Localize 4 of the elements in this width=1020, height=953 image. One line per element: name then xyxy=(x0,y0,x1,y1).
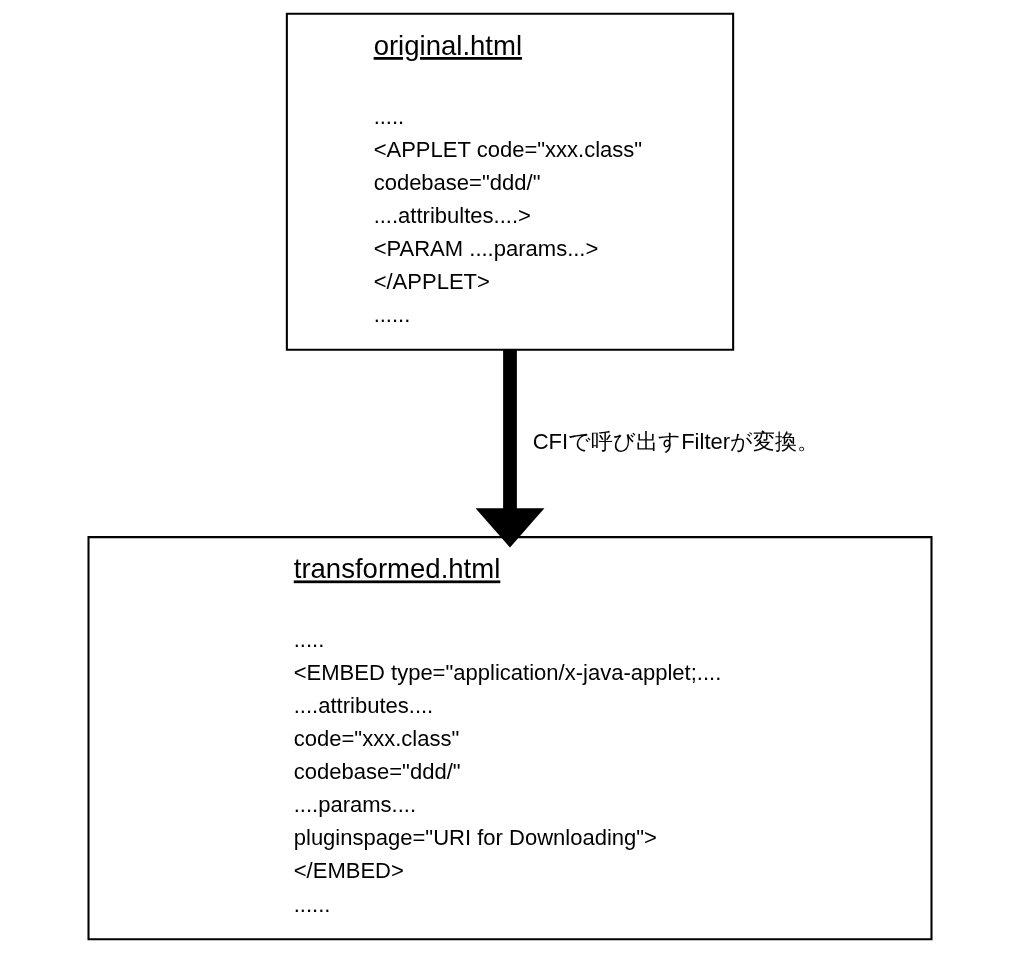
node-box: original.html ..... <APPLET code="xxx.class" codebase="ddd/" ....attribultes....> <PARAM ....params...> </APPLET> ...... xyxy=(285,12,735,351)
node-box: transformed.html ..... <EMBED type="application/x-java-applet;.... ....attributes.... code="xxx.class" codebase="ddd/" ....params.... pluginspage="URI for Downloading"> </EMBED> ...... xyxy=(87,536,933,941)
arrow xyxy=(475,350,545,548)
edge-label: CFIで呼び出すFilterが変換。 xyxy=(532,428,820,454)
